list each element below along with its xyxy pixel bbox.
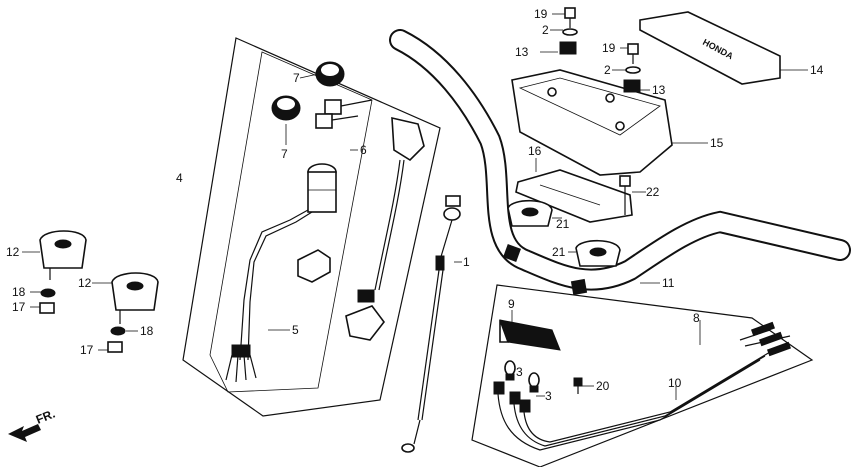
meter-bolt-hole [605, 93, 615, 103]
choke-lever [391, 116, 425, 162]
meter-cover [639, 11, 781, 85]
callout-15: 15 [710, 136, 724, 150]
callout-3b: 3 [545, 389, 552, 403]
washer-2-upper [562, 28, 578, 36]
washer-2-lower [625, 66, 641, 74]
holder-hole [521, 207, 539, 217]
callout-1: 1 [463, 255, 470, 269]
harness-connectors [225, 344, 257, 383]
washer-18a [40, 288, 56, 298]
bulb-3a [504, 360, 516, 381]
indicator-socket-block [499, 319, 561, 351]
choke-cable [374, 159, 401, 291]
callout-19a: 19 [534, 7, 548, 21]
key-set [315, 99, 373, 129]
callout-17a: 17 [12, 300, 26, 314]
callout-12a: 12 [6, 245, 20, 259]
ignition-group-frame [182, 37, 441, 417]
holder-hole [589, 247, 607, 257]
handlebar-fill [391, 31, 849, 289]
choke-nut [357, 289, 375, 303]
washer-18b [110, 326, 126, 336]
callout-18b: 18 [140, 324, 154, 338]
direction-label: FR. [34, 407, 57, 427]
leader-lines [22, 13, 808, 400]
meter-bolt-hole [547, 87, 557, 97]
callout-2b: 2 [604, 63, 611, 77]
holder-hole [126, 281, 144, 291]
holder-hole [54, 239, 72, 249]
lower-holder-12b [111, 272, 159, 311]
callout-13a: 13 [515, 45, 529, 59]
ignition-harness [239, 209, 309, 361]
front-direction-marker: FR. [8, 407, 57, 442]
nut-13-lower [623, 79, 641, 93]
ignition-subgroup-frame [209, 51, 373, 393]
callout-12b: 12 [78, 276, 92, 290]
bracket-slot [539, 184, 601, 206]
bolt-22 [619, 175, 631, 215]
handlebar-grip-band-right [570, 278, 588, 296]
callout-13b: 13 [652, 83, 666, 97]
callout-22: 22 [646, 185, 660, 199]
bolt-19-lower [627, 43, 639, 64]
callout-7b: 7 [281, 147, 288, 161]
callout-21a: 21 [556, 217, 570, 231]
nut-13-upper [559, 41, 577, 55]
callout-3a: 3 [516, 365, 523, 379]
callout-4: 4 [176, 171, 183, 185]
callout-21b: 21 [552, 245, 566, 259]
ignition-cap-7a-top [321, 64, 339, 76]
callout-19b: 19 [602, 41, 616, 55]
callout-6: 6 [360, 143, 367, 157]
screw-20 [573, 377, 583, 394]
callout-16: 16 [528, 144, 542, 158]
ignition-cap-7b-top [277, 98, 295, 110]
ignition-harness-2 [247, 211, 313, 361]
nut-17a [39, 302, 55, 314]
bolt-19-upper [564, 7, 576, 28]
callout-14: 14 [810, 63, 824, 77]
throttle-cable [401, 195, 461, 453]
meter-bolt-hole [615, 121, 625, 131]
callout-2a: 2 [542, 23, 549, 37]
bulb-3b [528, 372, 540, 393]
callout-8: 8 [693, 311, 700, 325]
meter-case-top [518, 77, 661, 136]
lower-holder-12a [39, 230, 87, 269]
choke-cable-2 [378, 159, 405, 291]
nut-17b [107, 341, 123, 353]
callout-10: 10 [668, 376, 682, 390]
ignition-switch [307, 163, 337, 213]
harness-clip [297, 249, 331, 283]
choke-plunger [345, 305, 386, 341]
callout-11: 11 [662, 276, 675, 290]
callout-20: 20 [596, 379, 610, 393]
callout-5: 5 [292, 323, 299, 337]
callout-9: 9 [508, 297, 515, 311]
handlebar-grip-band-left [503, 244, 521, 262]
socket-wires [493, 321, 792, 451]
callout-18a: 18 [12, 285, 26, 299]
callout-17b: 17 [80, 343, 94, 357]
callout-7a: 7 [293, 71, 300, 85]
harness-frame [471, 284, 814, 467]
